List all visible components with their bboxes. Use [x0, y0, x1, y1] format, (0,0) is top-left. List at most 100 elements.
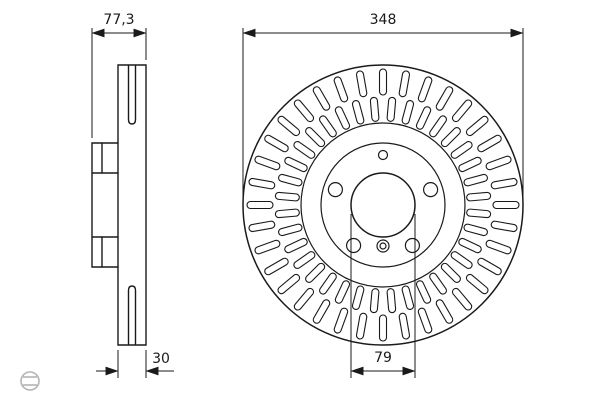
center-bore-label: 79: [374, 350, 392, 366]
vent-slot: [293, 141, 316, 159]
vent-slot: [490, 220, 518, 233]
vent-slot: [451, 287, 473, 311]
vent-slot: [333, 307, 349, 334]
vent-slot: [401, 285, 415, 310]
vent-slot: [450, 141, 473, 159]
vent-slot: [492, 200, 520, 210]
vent-slot: [466, 191, 492, 202]
vent-slot: [429, 115, 447, 138]
alignment-hole: [377, 149, 389, 161]
vent-slot: [450, 251, 473, 269]
outer-diameter-circle: [242, 64, 524, 346]
vent-channel-bottom: [127, 285, 137, 345]
vent-slot: [293, 251, 316, 269]
vent-slot: [293, 99, 315, 123]
manufacturer-logo-icon: [20, 371, 40, 391]
vent-slot: [246, 200, 274, 210]
vent-slot: [264, 257, 289, 276]
vent-slot: [378, 68, 388, 96]
vent-slot: [278, 173, 303, 187]
vent-slot-pattern: [246, 68, 520, 342]
vent-slot: [466, 208, 492, 219]
vent-slot: [378, 314, 388, 342]
vent-slot: [386, 288, 397, 314]
vent-slot: [254, 239, 281, 255]
front-view: [242, 64, 524, 346]
vent-slot: [398, 70, 411, 98]
vent-channel-top: [127, 65, 137, 125]
vent-slot: [248, 220, 276, 233]
vent-slot: [485, 155, 512, 171]
vent-slot: [355, 312, 368, 340]
bolt-hole: [423, 182, 439, 198]
vent-slot: [440, 262, 461, 283]
bolt-hole-pattern: [327, 149, 439, 254]
vent-slot: [451, 99, 473, 123]
hat-outline: [91, 142, 119, 268]
vent-slot: [440, 127, 461, 148]
vent-slot: [334, 280, 351, 304]
vent-slot: [274, 191, 300, 202]
vent-slot: [284, 156, 308, 173]
vent-slot: [369, 288, 380, 314]
vent-slot: [254, 155, 281, 171]
dimension-disc-thickness: 30: [96, 350, 174, 378]
vent-slot: [264, 134, 289, 153]
vent-slot: [465, 273, 489, 295]
vent-slot: [274, 208, 300, 219]
disc-body-outline: [117, 64, 147, 346]
vent-slot: [305, 262, 326, 283]
vent-slot: [401, 100, 415, 125]
vent-slot: [284, 237, 308, 254]
vent-slot: [248, 177, 276, 190]
bolt-hole: [327, 182, 343, 198]
vent-slot: [435, 86, 454, 111]
center-bore-circle: [350, 172, 416, 238]
friction-surface-inner-circle: [300, 122, 466, 288]
vent-slot: [355, 70, 368, 98]
vent-slot: [351, 285, 365, 310]
vent-slot: [312, 86, 331, 111]
vent-slot: [305, 127, 326, 148]
set-screw-hole-inner: [379, 242, 387, 250]
side-total-width-label: 77,3: [103, 12, 134, 28]
vent-slot: [312, 299, 331, 324]
vent-slot: [458, 237, 482, 254]
vent-slot: [386, 96, 397, 122]
dimension-side-total-width: 77,3: [91, 12, 147, 138]
vent-slot: [398, 312, 411, 340]
vent-slot: [319, 115, 337, 138]
vent-slot: [490, 177, 518, 190]
dimensions: 77,3 348 30 79: [91, 12, 524, 378]
vent-slot: [278, 223, 303, 237]
vent-slot: [417, 76, 433, 103]
hub-circle: [320, 142, 446, 268]
vent-slot: [417, 307, 433, 334]
side-view-section: [91, 64, 147, 346]
vent-slot: [458, 156, 482, 173]
vent-slot: [319, 272, 337, 295]
vent-slot: [415, 106, 432, 130]
bolt-hole: [404, 237, 420, 254]
vent-slot: [477, 134, 502, 153]
bolt-hole: [346, 237, 362, 254]
vent-slot: [351, 100, 365, 125]
dimension-center-bore: 79: [350, 214, 416, 378]
center-bore-section-lines: [91, 172, 119, 238]
vent-slot: [463, 223, 488, 237]
vent-slot: [293, 287, 315, 311]
vent-slot: [333, 76, 349, 103]
vent-slot: [429, 272, 447, 295]
vent-slot: [465, 115, 489, 137]
set-screw-hole-outer: [376, 239, 390, 253]
vent-slot: [277, 273, 301, 295]
vent-slot: [277, 115, 301, 137]
vent-slot: [369, 96, 380, 122]
vent-slot: [435, 299, 454, 324]
vent-slot: [334, 106, 351, 130]
vent-slot: [477, 257, 502, 276]
outer-diameter-label: 348: [370, 12, 397, 28]
disc-thickness-label: 30: [152, 351, 170, 367]
